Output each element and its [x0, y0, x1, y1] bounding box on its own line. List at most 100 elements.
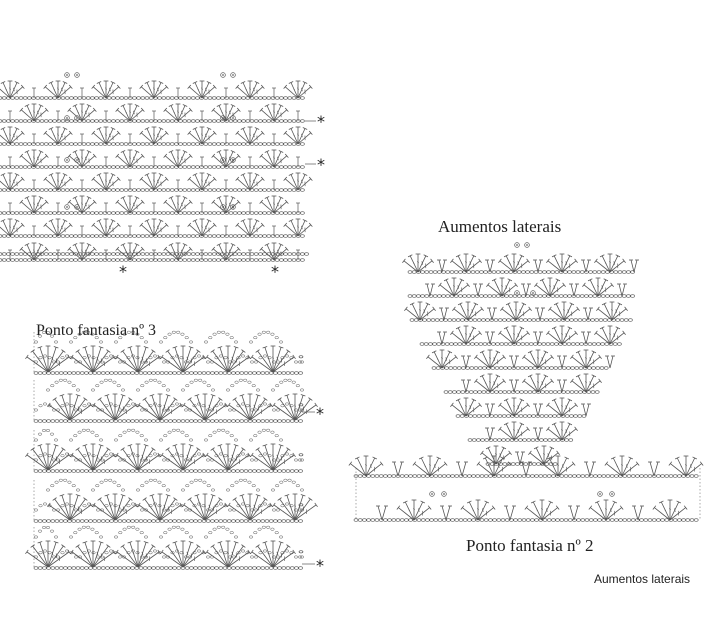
- side-increase-title: Aumentos laterais: [438, 217, 561, 237]
- shell-stitch: [140, 173, 169, 190]
- shell-stitch: [548, 302, 579, 320]
- shell-stitch: [260, 196, 289, 213]
- v-stitch: [456, 462, 468, 476]
- v-stitch: [425, 284, 435, 296]
- v-stitch: [473, 284, 483, 296]
- shell-stitch: [272, 494, 317, 520]
- shell-stitch: [0, 127, 24, 144]
- shell-stitch: [272, 394, 317, 420]
- shell-stitch: [92, 127, 121, 144]
- shell-stitch: [402, 254, 433, 272]
- shell-stitch: [349, 456, 383, 476]
- shell-stitch: [116, 196, 145, 213]
- shell-stitch: [205, 541, 250, 567]
- v-stitch: [437, 332, 447, 344]
- shell-stitch: [182, 494, 227, 520]
- repeat-marker: *: [271, 264, 279, 280]
- shell-stitch: [426, 350, 457, 368]
- v-stitch: [581, 404, 591, 416]
- v-stitch: [440, 506, 452, 520]
- v-stitch: [509, 356, 519, 368]
- shell-stitch: [284, 81, 313, 98]
- shell-stitch: [250, 541, 295, 567]
- shell-stitch: [546, 422, 577, 440]
- shell-stitch: [669, 456, 703, 476]
- shell-stitch: [474, 350, 505, 368]
- shell-stitch: [188, 173, 217, 190]
- v-stitch: [632, 506, 644, 520]
- shell-stitch: [164, 196, 193, 213]
- shell-stitch: [0, 81, 24, 98]
- shell-stitch: [68, 104, 97, 121]
- shell-stitch: [116, 104, 145, 121]
- shell-stitch: [164, 243, 193, 260]
- shell-stitch: [212, 150, 241, 167]
- v-stitch: [485, 332, 495, 344]
- v-stitch: [557, 380, 567, 392]
- v-stitch: [583, 308, 593, 320]
- v-stitch: [581, 332, 591, 344]
- pattern-3-chart: [25, 331, 317, 569]
- v-stitch: [533, 404, 543, 416]
- shell-stitch: [594, 254, 625, 272]
- shell-stitch: [474, 374, 505, 392]
- shell-stitch: [570, 350, 601, 368]
- v-stitch: [581, 260, 591, 272]
- shell-stitch: [188, 81, 217, 98]
- shell-stitch: [160, 541, 205, 567]
- shell-stitch: [20, 196, 49, 213]
- shell-stitch: [480, 446, 511, 464]
- shell-stitch: [260, 243, 289, 260]
- v-stitch: [376, 506, 388, 520]
- shell-stitch: [25, 444, 70, 470]
- shell-stitch: [284, 219, 313, 236]
- shell-stitch: [236, 81, 265, 98]
- shell-stitch: [546, 326, 577, 344]
- side-increase-chart: [402, 243, 639, 466]
- v-stitch: [629, 260, 639, 272]
- shell-stitch: [68, 243, 97, 260]
- shell-stitch: [140, 127, 169, 144]
- v-stitch: [605, 356, 615, 368]
- shell-stitch: [188, 127, 217, 144]
- shell-stitch: [570, 374, 601, 392]
- shell-stitch: [236, 127, 265, 144]
- shell-stitch: [164, 104, 193, 121]
- v-stitch: [485, 428, 495, 440]
- shell-stitch: [450, 326, 481, 344]
- v-stitch: [461, 380, 471, 392]
- shell-stitch: [500, 302, 531, 320]
- shell-stitch: [140, 219, 169, 236]
- shell-stitch: [589, 500, 623, 520]
- shell-stitch: [605, 456, 639, 476]
- shell-stitch: [498, 254, 529, 272]
- v-stitch: [569, 284, 579, 296]
- caption: Aumentos laterais: [594, 572, 690, 586]
- repeat-marker: *: [317, 157, 325, 173]
- shell-stitch: [25, 541, 70, 567]
- shell-stitch: [498, 398, 529, 416]
- shell-stitch: [25, 346, 70, 372]
- shell-stitch: [212, 196, 241, 213]
- shell-stitch: [452, 302, 483, 320]
- shell-stitch: [205, 346, 250, 372]
- v-stitch: [648, 462, 660, 476]
- shell-stitch: [44, 127, 73, 144]
- shell-stitch: [236, 173, 265, 190]
- shell-stitch: [68, 150, 97, 167]
- shell-stitch: [450, 254, 481, 272]
- shell-stitch: [461, 500, 495, 520]
- shell-stitch: [92, 173, 121, 190]
- shell-stitch: [47, 494, 92, 520]
- v-stitch: [437, 260, 447, 272]
- shell-stitch: [486, 278, 517, 296]
- pattern-2-title: Ponto fantasia nº 2: [466, 536, 594, 556]
- v-stitch: [439, 308, 449, 320]
- repeat-marker: *: [316, 406, 324, 422]
- repeat-marker: *: [316, 558, 324, 574]
- shell-stitch: [250, 346, 295, 372]
- shell-stitch: [0, 219, 24, 236]
- shell-stitch: [212, 104, 241, 121]
- shell-stitch: [212, 243, 241, 260]
